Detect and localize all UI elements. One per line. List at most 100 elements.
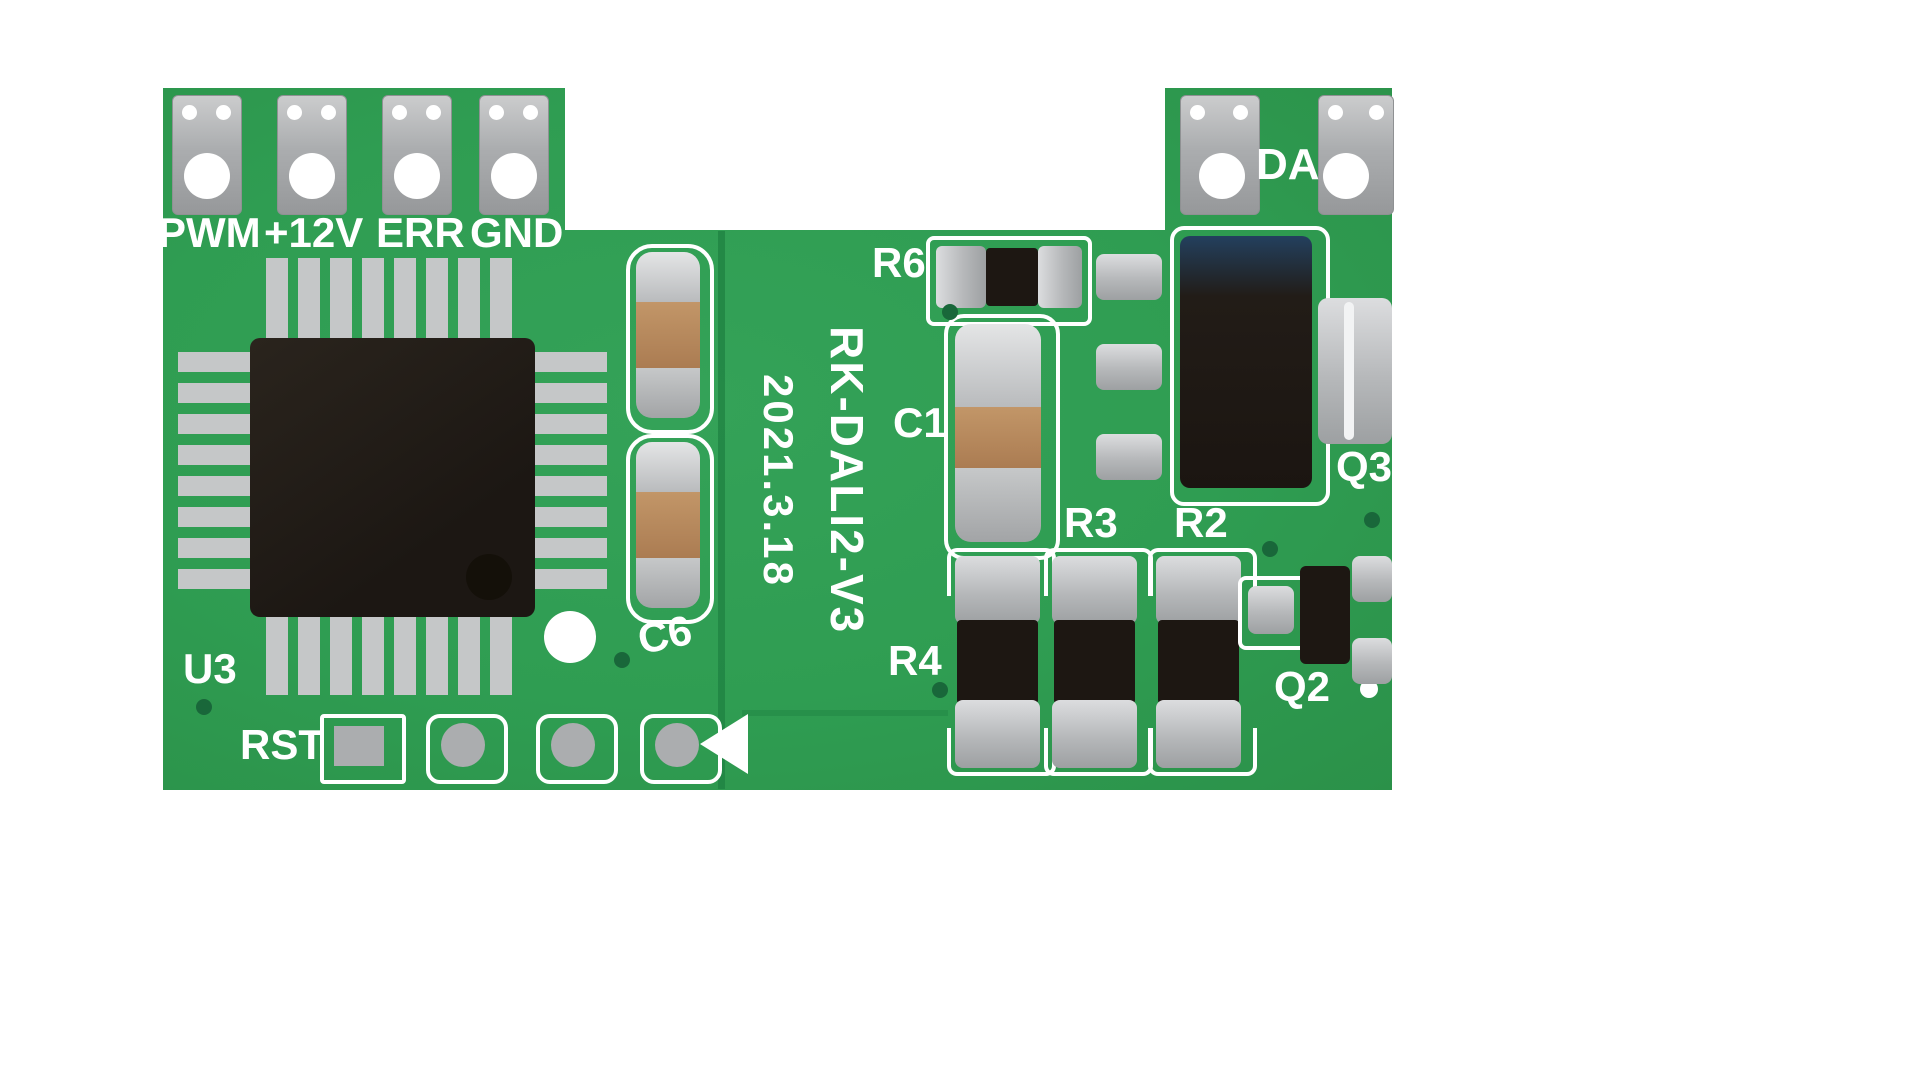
via-hole (544, 611, 596, 663)
label-r4: R4 (888, 637, 942, 684)
label-rst: RST (240, 721, 324, 768)
terminal-hole-icon (392, 105, 407, 120)
resistor-r2-bracket (1148, 728, 1257, 776)
resistor-r2-bracket (1148, 548, 1257, 596)
terminal-hole-icon (1199, 153, 1245, 199)
capacitor-end (636, 252, 700, 302)
label-r6: R6 (872, 239, 926, 286)
triangle-marker-icon (700, 714, 748, 774)
terminal-hole-icon (1323, 153, 1369, 199)
capacitor-body (955, 406, 1041, 468)
via (196, 699, 212, 715)
transistor-q3-pin (1096, 344, 1162, 390)
terminal-hole-icon (287, 105, 302, 120)
terminal-hole-icon (1369, 105, 1384, 120)
silkscreen-dot (1360, 680, 1378, 698)
via (1262, 541, 1278, 557)
ic-u3-leads-top (266, 258, 520, 338)
label-pwm: PWM (158, 209, 261, 256)
ic-u3-leads-bottom (266, 617, 520, 695)
capacitor-end (955, 467, 1041, 542)
ic-u3-leads-left (178, 352, 250, 598)
resistor-r6-pad (936, 246, 986, 308)
resistor-r3-body (1054, 620, 1135, 704)
capacitor-body (636, 491, 700, 559)
terminal-hole-icon (321, 105, 336, 120)
terminal-hole-icon (394, 153, 440, 199)
terminal-hole-icon (523, 105, 538, 120)
via (614, 652, 630, 668)
capacitor-c1 (955, 324, 1041, 542)
terminal-hole-icon (1233, 105, 1248, 120)
capacitor-end (636, 558, 700, 608)
label-c1: C1 (893, 399, 947, 446)
label-c6: C6 (633, 605, 696, 664)
resistor-r4-bracket (947, 728, 1056, 776)
silkscreen-date: 2021.3.18 (755, 374, 802, 588)
resistor-r4-pad (955, 556, 1040, 624)
via (942, 304, 958, 320)
reset-pad-outline (320, 714, 406, 784)
capacitor-c6-b-outline (626, 434, 714, 624)
via (1364, 512, 1380, 528)
terminal-gnd (479, 95, 549, 215)
terminal-da-2 (1318, 95, 1394, 215)
terminal-hole-icon (1328, 105, 1343, 120)
capacitor-end (955, 324, 1041, 407)
edge-pad (1352, 638, 1392, 684)
transistor-q3 (1180, 236, 1312, 488)
terminal-hole-icon (1190, 105, 1205, 120)
capacitor-end (636, 368, 700, 418)
ic-u3-pin1-marker (466, 554, 512, 600)
ic-u3-leads-right (535, 352, 607, 598)
transistor-q3-tab-highlight (1344, 302, 1354, 440)
test-pad (655, 723, 699, 767)
transistor-q2-pad (1248, 586, 1294, 634)
resistor-r2-pad (1156, 556, 1241, 624)
capacitor-end (636, 442, 700, 492)
terminal-hole-icon (426, 105, 441, 120)
capacitor-body (636, 301, 700, 369)
resistor-r6-body (986, 248, 1038, 306)
terminal-hole-icon (216, 105, 231, 120)
terminal-hole-icon (182, 105, 197, 120)
terminal-hole-icon (491, 153, 537, 199)
label-12v: +12V (264, 209, 364, 256)
terminal-hole-icon (489, 105, 504, 120)
transistor-q3-pin (1096, 434, 1162, 480)
capacitor-c6-a (636, 252, 700, 418)
terminal-hole-icon (289, 153, 335, 199)
resistor-r6-pad (1038, 246, 1082, 308)
transistor-q3-pin (1096, 254, 1162, 300)
terminal-hole-icon (184, 153, 230, 199)
via (932, 682, 948, 698)
trace-vertical (718, 231, 725, 789)
label-err: ERR (376, 209, 465, 256)
reset-pad (334, 726, 384, 766)
label-q3: Q3 (1336, 443, 1393, 490)
resistor-r2-body (1158, 620, 1239, 704)
capacitor-c6-b (636, 442, 700, 608)
label-gnd: GND (470, 209, 564, 256)
capacitor-c6-a-outline (626, 244, 714, 434)
terminal-pwm (172, 95, 242, 215)
edge-pad (1352, 556, 1392, 602)
label-q2: Q2 (1274, 663, 1331, 710)
resistor-r2-pad (1156, 700, 1241, 768)
test-pad-outline (426, 714, 508, 784)
resistor-r3-bracket (1044, 728, 1153, 776)
trace-horizontal (742, 710, 948, 716)
label-da: DA (1256, 140, 1320, 189)
test-pad (441, 723, 485, 767)
label-u3: U3 (183, 645, 237, 692)
terminal-12v (277, 95, 347, 215)
terminal-err (382, 95, 452, 215)
terminal-da-1 (1180, 95, 1260, 215)
test-pad-outline (536, 714, 618, 784)
silkscreen-model: RK-DALI2-V3 (821, 326, 873, 635)
transistor-q2-pad-bracket (1238, 576, 1304, 650)
resistor-r3-pad (1052, 700, 1137, 768)
resistor-r4-body (957, 620, 1038, 704)
label-r3: R3 (1064, 499, 1118, 546)
